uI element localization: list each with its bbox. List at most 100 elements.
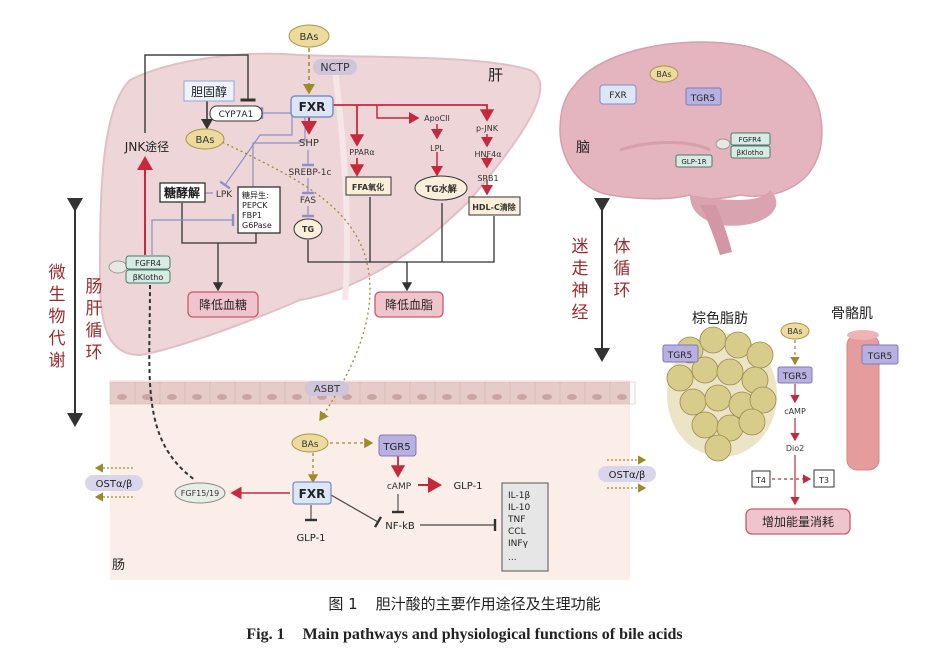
side-label-char: 经 [572, 303, 589, 323]
glp1r-label: GLP-1R [681, 158, 706, 166]
glp1r-node [675, 154, 713, 168]
pjnk-label: p-JNK [476, 124, 499, 133]
asbt-node [305, 381, 349, 396]
ffa-label: FFA氧化 [352, 182, 384, 192]
caption-cn-number: 图 1 [328, 595, 358, 613]
energy-box [745, 508, 851, 535]
dio2-label: Dio2 [786, 444, 804, 453]
cholesterol-node [183, 80, 235, 102]
liver-bas-node [185, 128, 225, 150]
fgfr4-label: FGFR4 [135, 259, 161, 268]
gluconeogenesis-node [237, 186, 281, 234]
t3-label: T3 [818, 476, 829, 485]
side-label-char: 体 [614, 237, 631, 257]
ost-left-label: OSTα/β [96, 479, 133, 490]
ffa-node [345, 176, 392, 196]
cell-nucleus [467, 394, 477, 400]
brain-bas-label: BAs [656, 70, 671, 79]
glp1-up-label: GLP-1 [453, 481, 482, 492]
lower-lipid-box [374, 291, 444, 318]
brain-label: 脑 [576, 140, 590, 156]
fxr-node [290, 95, 334, 118]
side-label-char: 肝 [86, 299, 103, 319]
liver-label: 肝 [488, 66, 503, 84]
fat-cell [738, 408, 766, 436]
cell-nucleus [517, 394, 527, 400]
fgf-label: FGF15/19 [181, 489, 219, 498]
intestine-fxr-label: FXR [299, 487, 326, 501]
brain-fxr-node [599, 84, 637, 105]
side-label-char: 神 [572, 281, 589, 301]
cell-nucleus [492, 394, 502, 400]
energy-label: 增加能量消耗 [762, 515, 834, 529]
intestine-bas-label: BAs [301, 440, 318, 450]
intestine-tgr5-node [378, 434, 417, 457]
intestine-bas-node [291, 433, 329, 453]
caption-en-number: Fig. 1 [246, 626, 285, 643]
lpk-label: LPK [216, 190, 233, 200]
periphery-tgr5-node [777, 366, 813, 384]
glycolysis-node [159, 182, 206, 203]
tg-hydrolysis-node [414, 175, 468, 201]
fat-cell [704, 434, 732, 462]
brain-fgfr4-label: FGFR4 [739, 136, 762, 144]
asbt-label: ASBT [314, 384, 341, 395]
ost-right-label: OSTα/β [609, 470, 646, 481]
fgfr4-node [125, 255, 171, 270]
bile-acid-diagram: BAs NCTP 肝 胆固醇 CYP7A1 BAs FXR SHP SREBP-… [49, 24, 899, 580]
bklotho-label: βKlotho [133, 273, 164, 282]
cell-nucleus [567, 394, 577, 400]
ost-right-node [598, 466, 656, 482]
muscle-tgr5-label: TGR5 [867, 352, 892, 362]
glp1-down-label: GLP-1 [296, 533, 325, 544]
cytokine-box [501, 482, 549, 572]
brain-fgfr4-node [730, 132, 771, 146]
cell-nucleus [117, 394, 127, 400]
cell-nucleus [442, 394, 452, 400]
periphery-bas-label: BAs [787, 327, 802, 336]
shp-label: SHP [299, 138, 319, 149]
lower-glucose-label: 降低血糖 [199, 297, 247, 312]
tg-label: TG [302, 225, 314, 234]
muscle-tgr5-node [861, 344, 899, 365]
cell-nucleus [267, 394, 277, 400]
side-label-char: 代 [49, 329, 66, 349]
bat-label: 棕色脂肪 [692, 310, 748, 327]
intestine-fxr-node [292, 481, 332, 505]
bas-label: BAs [300, 32, 319, 43]
fgf-node [174, 482, 226, 504]
tg-hydrolysis-label: TG水解 [425, 183, 457, 195]
cell-nucleus [617, 394, 627, 400]
lpl-label: LPL [430, 144, 444, 153]
gluconeogenesis-label: 糖异生: PEPCK FBP1 G6Pase [242, 190, 272, 230]
side-label-char: 环 [86, 343, 103, 363]
cytokine-list: IL-1β IL-10 TNF CCL INFγ ... [507, 491, 533, 563]
cell-nucleus [142, 394, 152, 400]
periphery-tgr5-label: TGR5 [782, 372, 807, 382]
hnf4a-label: HNF4α [475, 150, 502, 159]
brain-shape [559, 41, 823, 255]
caption-cn-text: 胆汁酸的主要作用途径及生理功能 [375, 595, 601, 613]
fat-cell [746, 341, 774, 369]
bat-tgr5-node [662, 344, 699, 363]
srebp-label: SREBP-1c [289, 168, 332, 178]
brown-fat [666, 326, 777, 462]
fat-cell [749, 386, 777, 414]
side-label-char: 物 [49, 307, 66, 327]
hdl-node [468, 196, 521, 216]
brain-tgr5-label: TGR5 [690, 94, 715, 104]
nctp-node [313, 59, 357, 75]
side-label-char: 走 [572, 259, 589, 279]
ppara-label: PPARα [349, 148, 374, 157]
brain-bas-node [649, 65, 679, 83]
cell-nucleus [192, 394, 202, 400]
tg-node [293, 218, 323, 240]
nfkb-label: NF-kB [385, 521, 415, 532]
jnk-label: JNK途径 [124, 139, 169, 154]
side-label-char: 生 [49, 285, 66, 305]
fat-cell [699, 326, 727, 354]
camp-label: cAMP [387, 482, 412, 492]
nctp-label: NCTP [320, 61, 350, 74]
